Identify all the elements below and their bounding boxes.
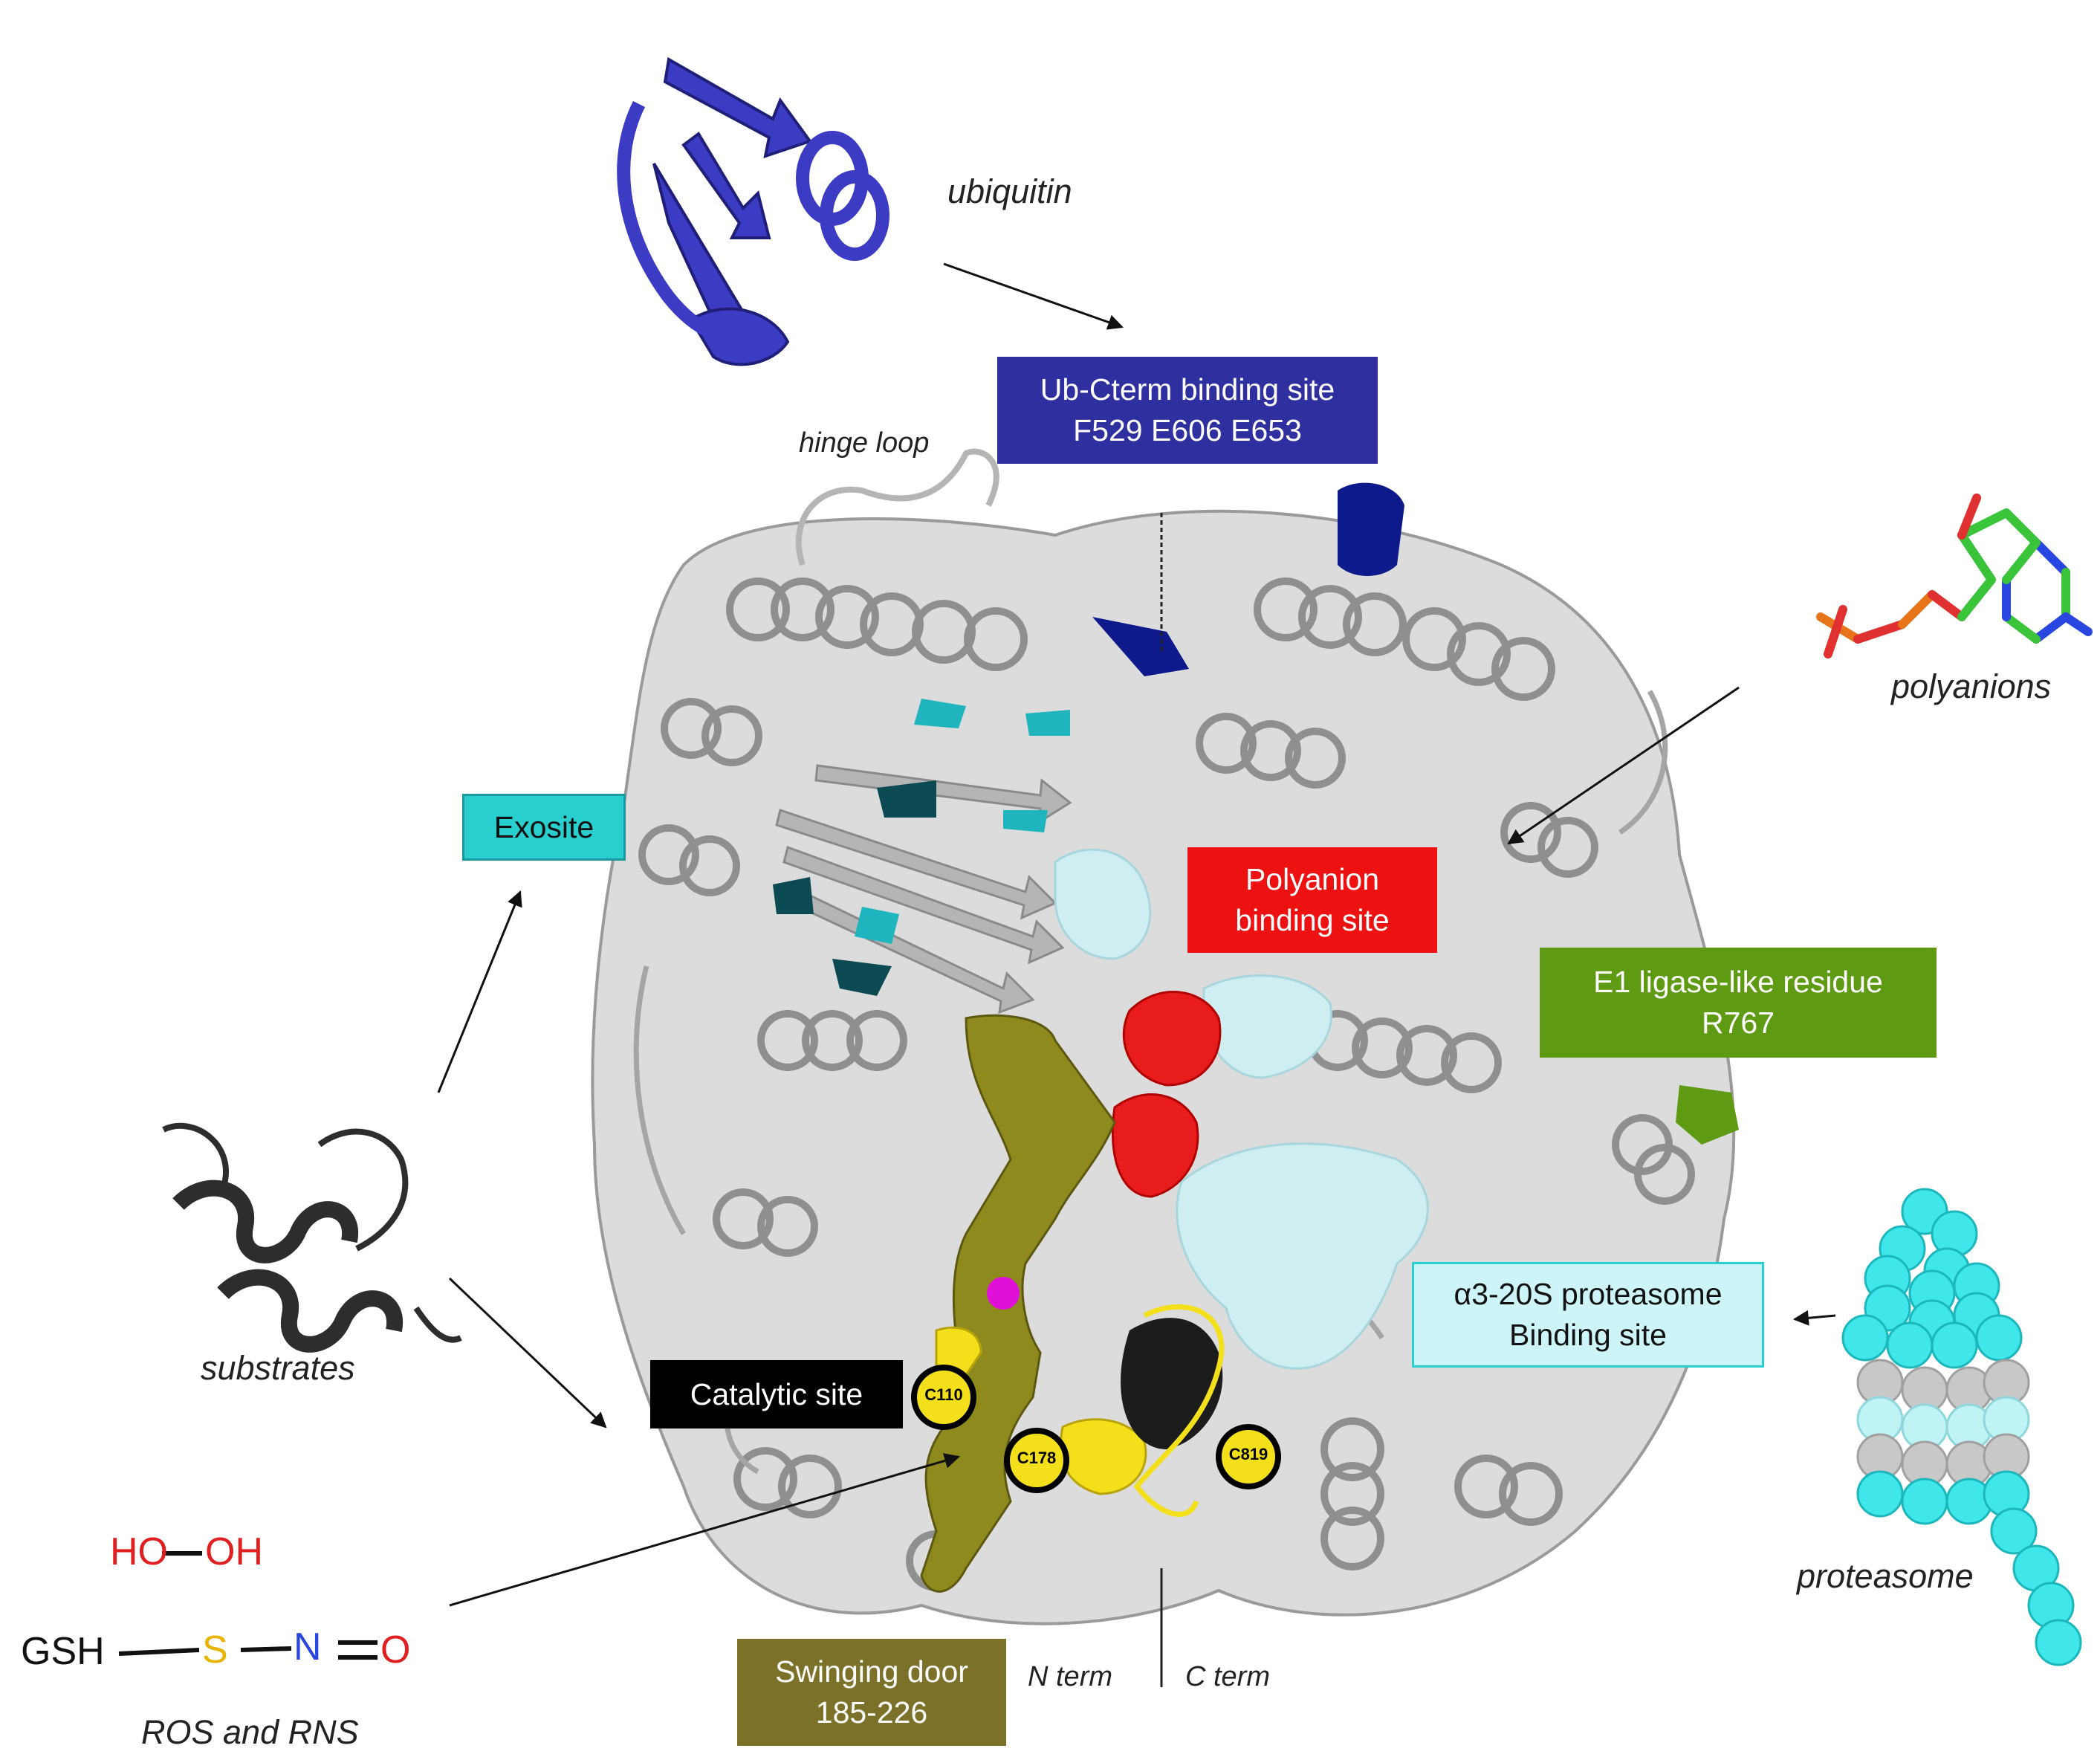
chem-gsh: GSH xyxy=(21,1630,105,1673)
polyanion-molecule xyxy=(1816,494,2093,659)
ub-cterm-site-box: Ub-Cterm binding site F529 E606 E653 xyxy=(997,357,1378,464)
ub-cterm-site-line1: Ub-Cterm binding site xyxy=(1040,372,1335,407)
arrows xyxy=(437,262,1836,1607)
polyanion-site-line1: Polyanion xyxy=(1245,862,1380,896)
exosite-line1: Exosite xyxy=(493,809,594,844)
ide-protein-structure xyxy=(591,448,1739,1687)
catalytic-site-line1: Catalytic site xyxy=(690,1376,863,1411)
ros-rns-label: ROS and RNS xyxy=(141,1713,359,1751)
ubiquitin-label: ubiquitin xyxy=(947,172,1072,210)
chem-o: O xyxy=(380,1628,411,1672)
polyanion-site-line2: binding site xyxy=(1235,903,1390,937)
e1-ligase-site-line1: E1 ligase-like residue xyxy=(1593,965,1883,999)
arrow-exosite xyxy=(437,890,522,1093)
proteasome-site-line2: Binding site xyxy=(1509,1318,1667,1352)
arrow-ubiquitin xyxy=(943,262,1124,330)
chem-ho: HO xyxy=(110,1530,168,1573)
swinging-door-box: Swinging door 185-226 xyxy=(737,1639,1006,1746)
chem-n: N xyxy=(294,1625,322,1669)
catalytic-site-box: Catalytic site xyxy=(650,1360,903,1428)
arrow-proteasome xyxy=(1792,1310,1836,1326)
n-term-label: N term xyxy=(1028,1661,1112,1692)
proteasome-model xyxy=(1841,1188,2082,1666)
ub-cterm-site-line2: F529 E606 E653 xyxy=(1073,413,1302,447)
substrates-label: substrates xyxy=(201,1349,355,1387)
proteasome-site-box: α3-20S proteasome Binding site xyxy=(1412,1262,1764,1368)
arrow-ros xyxy=(449,1453,961,1607)
chem-oh: OH xyxy=(205,1530,263,1573)
polyanions-label: polyanions xyxy=(1891,667,2052,705)
chem-s: S xyxy=(202,1628,228,1672)
swinging-door-line2: 185-226 xyxy=(815,1695,928,1730)
swinging-door-line1: Swinging door xyxy=(775,1654,968,1689)
arrow-polyanions xyxy=(1507,686,1740,845)
hinge-loop-label: hinge loop xyxy=(799,427,930,459)
exosite-box: Exosite xyxy=(462,794,626,861)
chemical-bonds xyxy=(118,1551,377,1660)
polyanion-site-box: Polyanion binding site xyxy=(1187,847,1437,953)
e1-ligase-site-line2: R767 xyxy=(1701,1006,1775,1040)
residue-c178: C178 xyxy=(1017,1449,1057,1467)
e1-ligase-site-box: E1 ligase-like residue R767 xyxy=(1540,948,1937,1058)
proteasome-label: proteasome xyxy=(1797,1557,1974,1595)
substrate-structure xyxy=(162,1122,462,1353)
residue-markers xyxy=(911,1365,1281,1493)
ubiquitin-structure xyxy=(617,56,889,366)
c-term-label: C term xyxy=(1185,1661,1270,1692)
residue-c819: C819 xyxy=(1228,1445,1268,1463)
residue-c110: C110 xyxy=(924,1385,963,1404)
arrow-catalytic xyxy=(448,1277,607,1428)
proteasome-site-line1: α3-20S proteasome xyxy=(1454,1277,1723,1311)
